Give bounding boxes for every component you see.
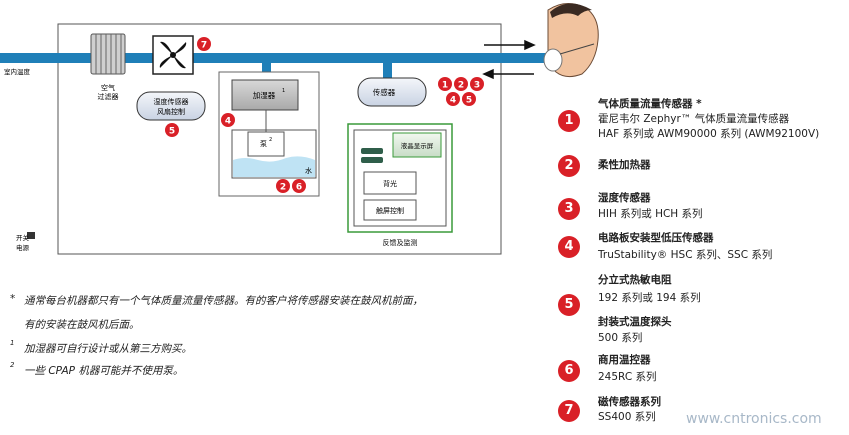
- svg-text:6: 6: [296, 183, 302, 193]
- touch-control-box: [363, 199, 417, 221]
- legend-line: HIH 系列或 HCH 系列: [598, 208, 703, 220]
- svg-text:3: 3: [474, 81, 480, 91]
- pump-sup: 2: [269, 137, 272, 143]
- sensor-label: 传感器: [373, 87, 396, 97]
- footnote-mark: 2: [10, 361, 15, 369]
- svg-text:4: 4: [225, 117, 231, 127]
- legend-badge: 4: [558, 236, 580, 258]
- legend-line: 封装式温度探头: [598, 316, 672, 328]
- humidity-sensor-label-1: 湿度传感器: [154, 97, 189, 106]
- legend-line: 192 系列或 194 系列: [598, 292, 701, 304]
- badge-sensor-4: 4: [446, 92, 460, 106]
- legend-title: 柔性加热器: [598, 159, 651, 171]
- pump-box: [247, 131, 285, 157]
- feedback-label: 反馈及监测: [383, 238, 418, 247]
- legend-line: SS400 系列: [598, 411, 656, 423]
- sensor-box: [357, 77, 427, 107]
- air-pipe: [0, 53, 548, 63]
- legend-line: 500 系列: [598, 332, 643, 344]
- footnote-text: 加湿器可自行设计或从第三方购买。: [24, 343, 192, 355]
- svg-text:2: 2: [458, 81, 464, 91]
- svg-text:5: 5: [169, 127, 175, 137]
- backlight-box: [363, 171, 417, 195]
- backlight-label: 背光: [383, 179, 397, 188]
- legend-line: TruStability® HSC 系列、SSC 系列: [598, 249, 773, 261]
- svg-text:5: 5: [466, 96, 472, 106]
- legend-title: 气体质量流量传感器 *: [598, 98, 702, 110]
- legend-line: 245RC 系列: [598, 371, 657, 383]
- footnote-text: 有的安装在鼓风机后面。: [24, 319, 140, 331]
- patient-head-icon: [543, 3, 599, 78]
- air-filter-label-1: 空气: [101, 83, 115, 92]
- badge-sensor-3: 3: [470, 77, 484, 91]
- legend-badge: 2: [558, 155, 580, 177]
- indoor-temp-label: 室内温度: [4, 67, 31, 76]
- water-fill: [233, 156, 315, 177]
- badge-sensor-2: 2: [454, 77, 468, 91]
- badge-water-1: 2: [276, 179, 290, 193]
- airflow-arrows: [482, 39, 536, 80]
- legend-badge: 7: [558, 400, 580, 422]
- lcd-label: 液晶显示屏: [401, 141, 434, 150]
- svg-text:4: 4: [450, 96, 456, 106]
- svg-text:1: 1: [442, 81, 448, 91]
- button-1: [361, 148, 383, 154]
- touch-control-label: 触屏控制: [376, 206, 404, 215]
- lcd-box: [392, 132, 442, 158]
- button-2: [361, 157, 383, 163]
- legend: 1 气体质量流量传感器 * 霍尼韦尔 Zephyr™ 气体质量流量传感器 HAF…: [556, 0, 846, 435]
- legend-badge: 6: [558, 360, 580, 382]
- humidifier-pipe: [262, 58, 271, 80]
- legend-badge: 3: [558, 198, 580, 220]
- footnote-text: 通常每台机器都只有一个气体质量流量传感器。有的客户将传感器安装在鼓风机前面，: [24, 295, 423, 307]
- power-label: 电源: [16, 243, 30, 252]
- legend-title: 湿度传感器: [598, 192, 651, 204]
- air-filter-label-2: 过滤器: [98, 92, 119, 101]
- power-switch-icon: [27, 232, 35, 239]
- legend-title: 磁传感器系列: [598, 396, 661, 408]
- legend-title: 商用温控器: [598, 354, 651, 366]
- humidifier-label: 加湿器: [253, 90, 276, 100]
- legend-badge: 5: [558, 294, 580, 316]
- watermark: www.cntronics.com: [686, 411, 822, 427]
- humidifier-sup: 1: [282, 88, 285, 94]
- footnote-mark: *: [10, 293, 16, 305]
- legend-badge: 1: [558, 110, 580, 132]
- svg-text:7: 7: [201, 41, 207, 51]
- switch-label: 开关: [16, 233, 30, 242]
- humidity-sensor-label-2: 风扇控制: [157, 107, 185, 116]
- badge-sensor-1: 1: [438, 77, 452, 91]
- air-filter-icon: [90, 33, 126, 75]
- legend-line: 霍尼韦尔 Zephyr™ 气体质量流量传感器: [598, 113, 790, 125]
- legend-title: 分立式热敏电阻: [598, 274, 672, 286]
- sensor-pipe: [383, 58, 392, 84]
- legend-title: 电路板安装型低压传感器: [598, 232, 714, 244]
- legend-line: HAF 系列或 AWM90000 系列 (AWM92100V): [598, 128, 820, 140]
- pump-label: 泵: [260, 140, 267, 148]
- humidifier-box: [231, 79, 299, 111]
- water-label: 水: [305, 166, 312, 175]
- badge-fan: 7: [197, 37, 211, 51]
- badge-humidifier: 4: [221, 113, 235, 127]
- badge-water-2: 6: [292, 179, 306, 193]
- badge-sensor-5: 5: [462, 92, 476, 106]
- footnote-text: 一些 CPAP 机器可能并不使用泵。: [24, 365, 184, 377]
- fan-icon: [152, 35, 194, 75]
- svg-text:2: 2: [280, 183, 286, 193]
- humidity-sensor-box: [136, 91, 206, 121]
- badge-humidity: 5: [165, 123, 179, 137]
- footnote-mark: 1: [10, 339, 15, 347]
